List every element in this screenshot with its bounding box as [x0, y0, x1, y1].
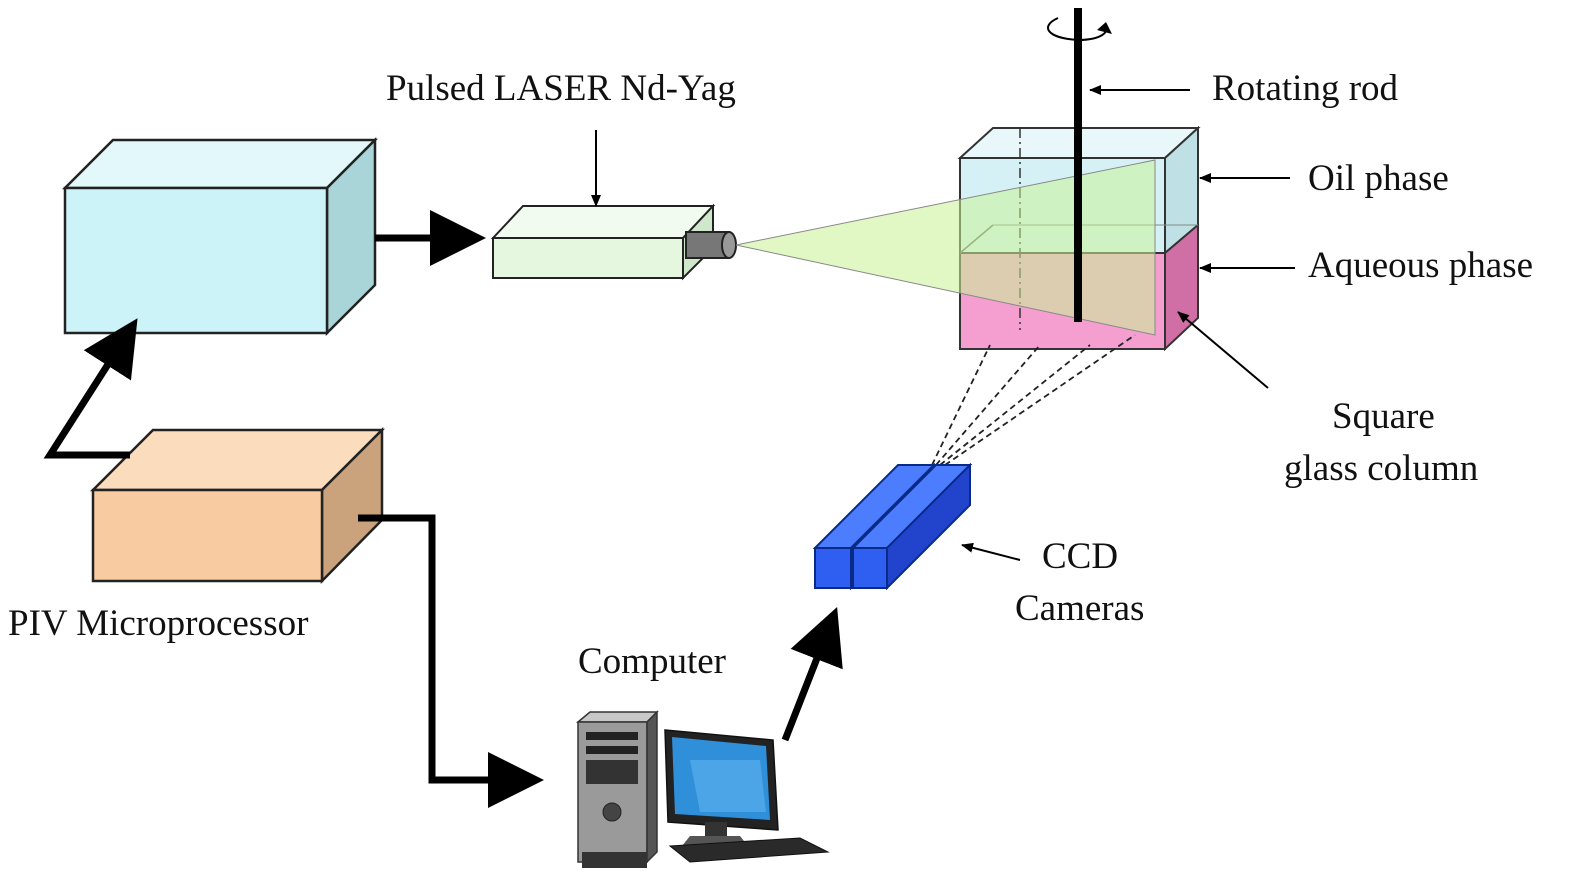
processor-to-supply-arrow: [43, 318, 138, 459]
ccd-label-line2: Cameras: [1015, 588, 1144, 629]
rotating-rod-label: Rotating rod: [1212, 68, 1399, 109]
camera-sight-lines: [931, 334, 1136, 466]
processor-to-computer-arrow: [358, 514, 544, 808]
oil-phase-label: Oil phase: [1308, 158, 1449, 199]
piv-microprocessor-label: PIV Microprocessor: [8, 603, 308, 644]
aqueous-phase-label: Aqueous phase: [1308, 245, 1533, 286]
computer-to-camera-arrow: [781, 606, 843, 742]
laser-label: Pulsed LASER Nd-Yag: [386, 68, 736, 109]
ccd-pointer: [961, 542, 1021, 561]
laser-head: [490, 203, 716, 281]
computer-label: Computer: [578, 641, 726, 682]
glass-column-label-line2: glass column: [1284, 448, 1478, 489]
glass-column-label-line1: Square: [1332, 396, 1435, 437]
laser-power-supply-box: [61, 136, 379, 337]
laser-light-sheet: [735, 159, 1156, 336]
ccd-label-line1: CCD: [1042, 536, 1118, 577]
piv-microprocessor-box: [89, 426, 386, 585]
desktop-computer-icon: [575, 710, 830, 868]
laser-lens: [685, 231, 737, 259]
glass-column-pointer: [1177, 311, 1269, 389]
rotation-arrow-icon: [1047, 17, 1112, 42]
ccd-cameras: [812, 462, 973, 591]
